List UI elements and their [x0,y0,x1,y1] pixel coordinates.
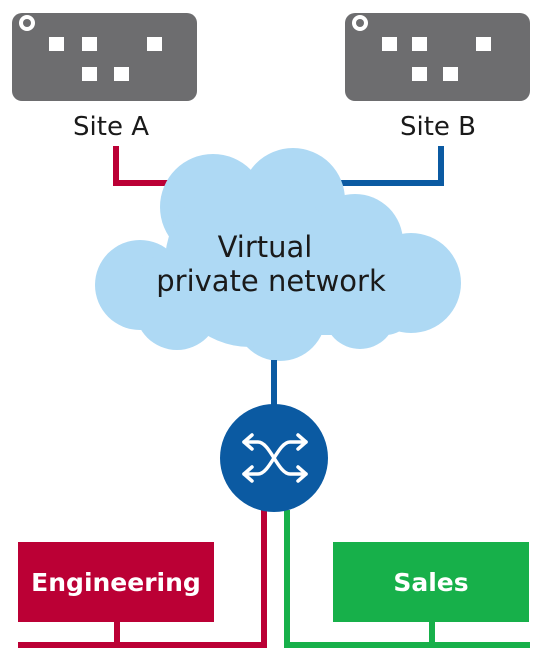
sales-switch-link [284,510,530,648]
cloud-label-line1: Virtual [218,230,313,264]
engineering-switch-link [18,510,267,648]
sales-label: Sales [393,568,468,597]
site-a-building-icon [12,13,197,101]
switch-cross-arrows-icon [220,404,328,512]
site-b-label: Site B [400,112,476,142]
cloud-label-line2: private network [156,264,386,298]
sales-box [333,542,529,622]
vpn-cloud [95,148,461,361]
site-b-building-icon [345,13,530,101]
site-a-label: Site A [73,112,149,142]
engineering-box [18,542,214,622]
site-b-link [300,146,444,186]
engineering-label: Engineering [31,568,201,597]
